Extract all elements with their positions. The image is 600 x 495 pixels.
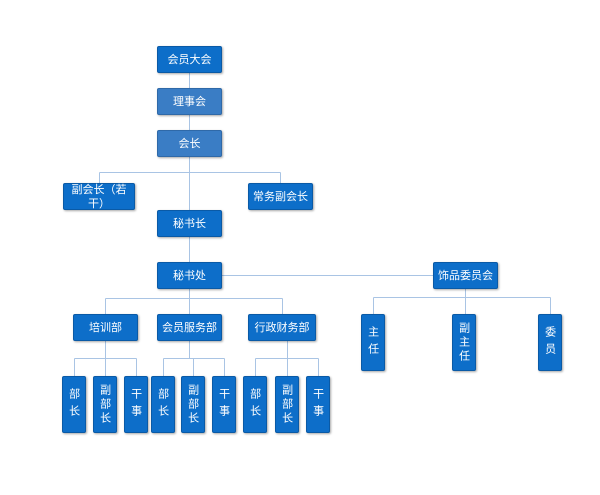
node-label: 秘书长: [173, 216, 206, 230]
node-label: 部长: [248, 387, 262, 422]
node-label: 常务副会长: [253, 189, 308, 203]
node-admin-finance-department: 行政财务部: [248, 314, 316, 341]
node-label: 培训部: [89, 320, 122, 334]
node-committee-deputy-director: 副主任: [452, 314, 476, 371]
node-label: 秘书处: [173, 268, 206, 282]
node-training-staff: 干事: [124, 376, 148, 433]
node-secretary-general: 秘书长: [157, 210, 222, 237]
node-label: 干事: [129, 387, 143, 422]
node-president: 会长: [157, 130, 222, 157]
node-council: 理事会: [157, 88, 222, 115]
node-general-assembly: 会员大会: [157, 46, 222, 73]
node-label: 干事: [217, 387, 231, 422]
node-admin-finance-staff: 干事: [306, 376, 330, 433]
node-training-deputy: 副部长: [93, 376, 117, 433]
node-member-service-head: 部长: [151, 376, 175, 433]
node-label: 部长: [67, 387, 81, 422]
node-label: 饰品委员会: [438, 268, 493, 282]
node-label: 部长: [156, 387, 170, 422]
node-label: 副部长: [186, 383, 200, 426]
node-committee-member: 委员: [538, 314, 562, 371]
node-secretariat: 秘书处: [157, 262, 222, 289]
node-label: 主任: [366, 325, 380, 360]
node-member-service-staff: 干事: [212, 376, 236, 433]
node-executive-vice-president: 常务副会长: [248, 183, 313, 210]
node-vice-president: 副会长（若干）: [63, 183, 135, 210]
node-label: 副部长: [98, 383, 112, 426]
node-label: 干事: [311, 387, 325, 422]
node-training-head: 部长: [62, 376, 86, 433]
node-label: 副会长（若干）: [71, 183, 127, 210]
node-label: 副部长: [280, 383, 294, 426]
node-label: 理事会: [173, 94, 206, 108]
node-label: 会员大会: [167, 52, 212, 66]
node-label: 会长: [178, 136, 201, 150]
node-training-department: 培训部: [73, 314, 138, 341]
node-label: 会员服务部: [162, 320, 217, 334]
node-label: 行政财务部: [254, 320, 310, 334]
node-admin-finance-deputy: 副部长: [275, 376, 299, 433]
node-label: 委员: [543, 325, 557, 360]
node-label: 副主任: [457, 321, 471, 364]
node-admin-finance-head: 部长: [243, 376, 267, 433]
node-member-service-department: 会员服务部: [157, 314, 222, 341]
node-jewelry-committee: 饰品委员会: [433, 262, 498, 289]
node-member-service-deputy: 副部长: [181, 376, 205, 433]
node-committee-director: 主任: [361, 314, 385, 371]
